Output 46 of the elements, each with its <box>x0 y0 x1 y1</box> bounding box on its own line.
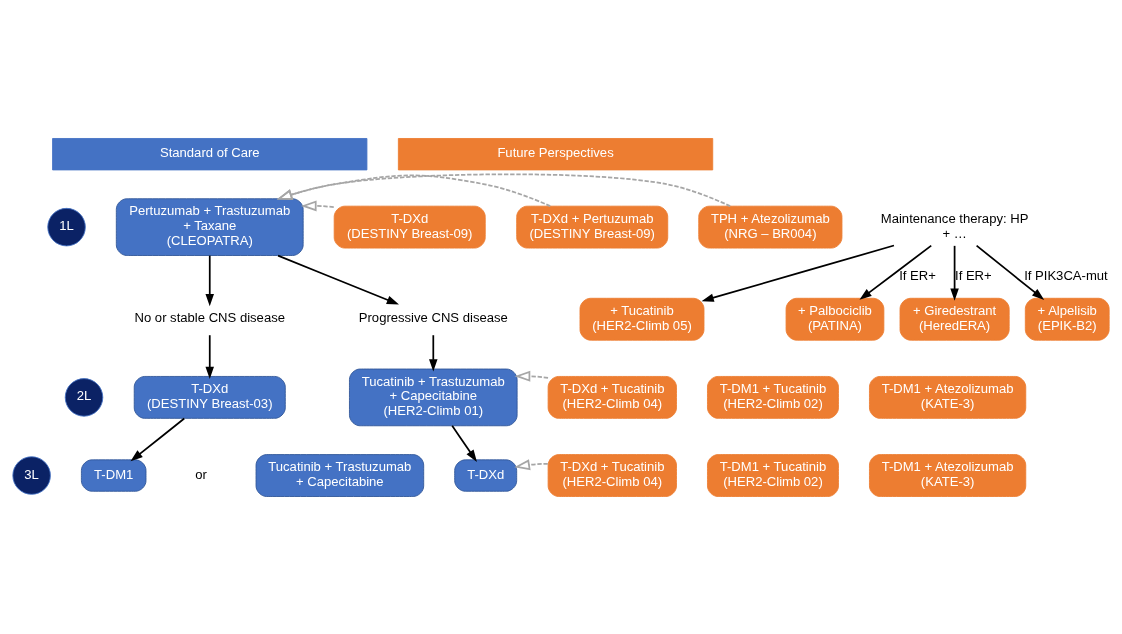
arrow <box>429 333 438 371</box>
arrow <box>859 244 933 300</box>
node-circle: 3L <box>12 455 51 495</box>
arrow <box>514 458 549 470</box>
node-box: T-DXd (DESTINY Breast-09) <box>333 205 486 248</box>
arrow <box>276 172 732 207</box>
node-box: T-DM1 + Tucatinib (HER2-Climb 02) <box>707 453 839 497</box>
node-text: Progressive CNS disease <box>358 309 508 325</box>
arrow <box>451 424 477 462</box>
node-box: Future Perspectives <box>397 137 714 170</box>
label: or <box>195 466 207 482</box>
node-box: T-DM1 + Atezolizumab (KATE-3) <box>869 453 1027 497</box>
node-box: T-DXd + Pertuzumab (DESTINY Breast-09) <box>516 205 669 248</box>
arrow <box>130 417 186 461</box>
node-circle: 1L <box>47 207 86 246</box>
node-box: T-DXd (DESTINY Breast-03) <box>133 375 286 419</box>
arrow <box>277 254 400 305</box>
node-box: Standard of Care <box>52 137 368 170</box>
node-box: + Tucatinib (HER2-Climb 05) <box>579 297 705 341</box>
node-box: T-DXd <box>454 458 518 492</box>
node-box: + Giredestrant (HeredERA) <box>899 297 1010 341</box>
node-box: T-DXd + Tucatinib (HER2-Climb 04) <box>547 375 677 419</box>
arrow <box>701 244 895 302</box>
node-box: T-DM1 <box>80 458 147 492</box>
arrow <box>205 254 215 306</box>
node-box: Pertuzumab + Trastuzumab + Taxane (CLEOPATRA) <box>115 197 304 256</box>
node-box: Tucatinib + Trastuzumab + Capecitabine (HER2-Climb 01) <box>349 368 518 426</box>
node-box: Tucatinib + Trastuzumab + Capecitabine <box>255 453 425 497</box>
node-circle: 2L <box>64 377 104 417</box>
edge-label: If ER+ <box>899 267 936 283</box>
arrow <box>300 199 335 211</box>
node-text: No or stable CNS disease <box>134 309 285 325</box>
node-box: T-DXd + Tucatinib (HER2-Climb 04) <box>547 453 677 497</box>
node-box: TPH + Atezolizumab (NRG – BR004) <box>698 205 843 248</box>
arrow <box>205 333 215 379</box>
arrow <box>950 244 959 301</box>
edge-label: If ER+ <box>955 267 992 283</box>
node-text: Maintenance therapy: HP + … <box>880 210 1029 241</box>
edge-label: If PIK3CA-mut <box>1024 267 1108 283</box>
node-box: T-DM1 + Tucatinib (HER2-Climb 02) <box>707 375 839 419</box>
arrow <box>975 244 1045 300</box>
node-box: T-DM1 + Atezolizumab (KATE-3) <box>869 375 1027 419</box>
arrow <box>514 370 549 382</box>
arrow <box>276 174 552 207</box>
node-box: + Palbociclib (PATINA) <box>785 297 885 341</box>
node-box: + Alpelisib (EPIK-B2) <box>1024 297 1110 341</box>
